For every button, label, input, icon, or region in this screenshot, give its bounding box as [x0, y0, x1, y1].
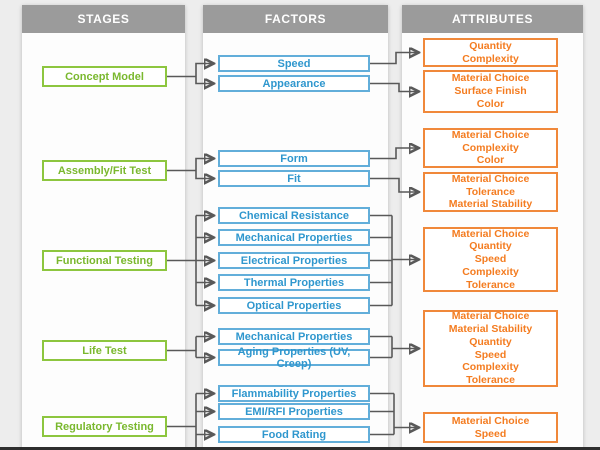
factor-box-food-rating: Food Rating: [218, 426, 370, 443]
factor-box-form: Form: [218, 150, 370, 167]
attribute-box-2: Material Choice Surface Finish Color: [423, 70, 558, 113]
attribute-box-7: Material Choice Speed: [423, 412, 558, 443]
stage-box-concept-model: Concept Model: [42, 66, 167, 87]
stage-box-regulatory-testing: Regulatory Testing: [42, 416, 167, 437]
attributes-column-header: ATTRIBUTES: [402, 5, 583, 33]
bottom-window-edge: [0, 447, 600, 450]
stage-box-life-test: Life Test: [42, 340, 167, 361]
factor-box-appearance: Appearance: [218, 75, 370, 92]
factor-box-thermal-properties: Thermal Properties: [218, 274, 370, 291]
factor-box-fit: Fit: [218, 170, 370, 187]
attribute-box-1: Quantity Complexity: [423, 38, 558, 67]
factor-box-speed: Speed: [218, 55, 370, 72]
attribute-box-3: Material Choice Complexity Color: [423, 128, 558, 168]
stages-column-header: STAGES: [22, 5, 185, 33]
attribute-box-5: Material Choice Quantity Speed Complexit…: [423, 227, 558, 292]
factor-box-chemical-resistance: Chemical Resistance: [218, 207, 370, 224]
factor-box-electrical-properties: Electrical Properties: [218, 252, 370, 269]
attribute-box-6: Material Choice Material Stability Quant…: [423, 310, 558, 387]
stage-box-functional-testing: Functional Testing: [42, 250, 167, 271]
factor-box-optical-properties: Optical Properties: [218, 297, 370, 314]
attribute-box-4: Material Choice Tolerance Material Stabi…: [423, 172, 558, 212]
factor-box-mechanical-properties-2: Mechanical Properties: [218, 328, 370, 345]
factor-box-flammability-properties: Flammability Properties: [218, 385, 370, 402]
factor-box-mechanical-properties: Mechanical Properties: [218, 229, 370, 246]
factor-box-emi-rfi-properties: EMI/RFI Properties: [218, 403, 370, 420]
factors-column-header: FACTORS: [203, 5, 388, 33]
factor-box-aging-properties: Aging Properties (UV, Creep): [218, 346, 370, 370]
stage-box-assembly-fit-test: Assembly/Fit Test: [42, 160, 167, 181]
